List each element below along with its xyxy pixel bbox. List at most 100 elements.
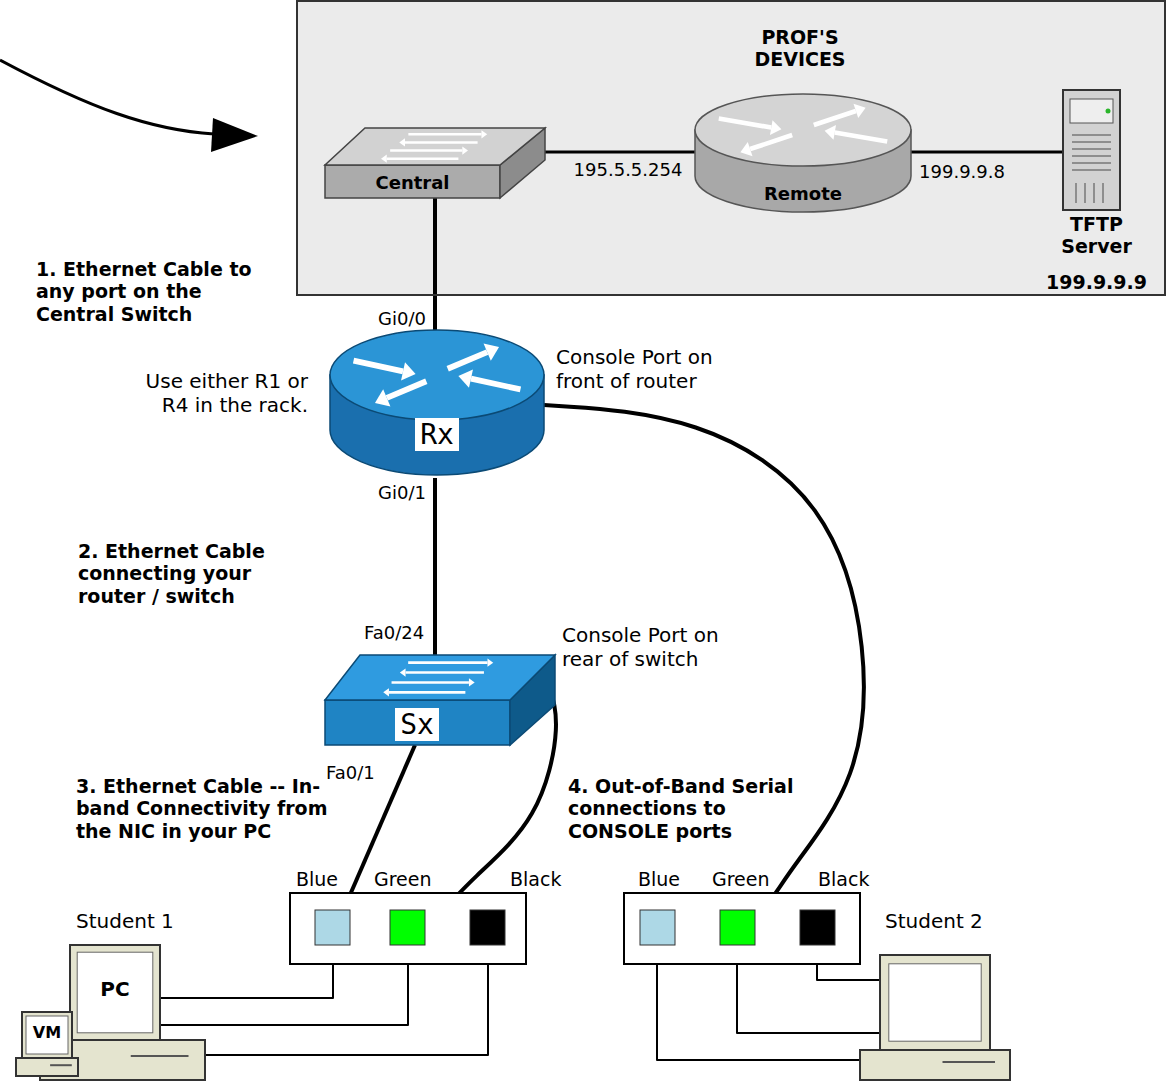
callout-number: 3. Ethernet Cable -- In-band Connectivit… [76, 775, 351, 842]
pc-screen [889, 964, 981, 1041]
pointer-arrowhead [211, 118, 258, 152]
student-pc-drawing [855, 908, 1015, 1084]
server-vent [1072, 169, 1111, 171]
server-vent [1072, 134, 1111, 136]
pc-base [16, 1058, 78, 1076]
ethernet-cable [433, 478, 437, 655]
server-vent [1084, 183, 1086, 203]
arrow-glyph [408, 133, 481, 136]
server-icon-drawing [1028, 85, 1165, 293]
ip-address: 199.9.9.8 [917, 161, 1007, 182]
arrow-glyph [448, 352, 487, 369]
port-label: Fa0/1 [326, 762, 375, 783]
arrow-glyph [408, 661, 487, 664]
arrow-glyph-head [401, 362, 416, 380]
node-label: TFTP Server [1048, 213, 1145, 258]
pc-monitor [70, 945, 160, 1040]
device-name: Sx [395, 708, 439, 741]
arrow-glyph [835, 132, 887, 141]
patch-port [640, 910, 675, 945]
pointer-arrow [0, 60, 214, 134]
arrow-glyph [471, 379, 520, 390]
router-icon-drawing [328, 328, 546, 480]
patch-port [800, 910, 835, 945]
switch-front [325, 700, 510, 745]
node-label: Blue [638, 868, 680, 890]
arrow-glyph-head [400, 668, 406, 676]
server-vent [1075, 183, 1077, 203]
patch-port [720, 910, 755, 945]
patch-port [315, 910, 350, 945]
arrow-glyph-head [381, 155, 387, 163]
prof-panel: PROF'S DEVICES Central RemoteTFTP Server 19… [296, 0, 1166, 296]
node-label: Blue [296, 868, 338, 890]
arrow-glyph-head [458, 369, 473, 387]
arrow-glyph [719, 118, 771, 127]
server-led [1106, 109, 1111, 114]
callout-number: 2. Ethernet Cable connecting your router… [78, 540, 283, 607]
arrow-glyph-head [469, 678, 475, 686]
prof-panel-ground [296, 0, 1166, 296]
node-label: 199.9.9.9 [1028, 271, 1165, 293]
switch-front [325, 165, 500, 198]
arrow-glyph-head [484, 343, 499, 360]
node-label: VM [22, 1024, 72, 1043]
arrow-glyph-head [740, 142, 752, 156]
note-text: Console Port on front of router [556, 346, 756, 393]
arrow-glyph-head [383, 688, 389, 696]
patch-panel [290, 893, 526, 964]
server-vent [1072, 162, 1111, 164]
switch-icon: Central [322, 128, 550, 200]
port-label: Gi0/1 [378, 482, 426, 503]
arrow-glyph [814, 111, 856, 125]
arrow-glyph [389, 691, 465, 694]
router-icon: Remote [693, 92, 913, 214]
router-top [330, 330, 544, 420]
arrow-glyph-head [462, 146, 468, 154]
node-label: Green [712, 868, 770, 890]
ethernet-cable [545, 151, 695, 154]
node-label: Student 2 [885, 910, 983, 934]
arrow-glyph [390, 149, 462, 152]
ethernet-cable [911, 151, 1063, 154]
switch-icon: Sx [322, 652, 558, 750]
port-label: Gi0/0 [378, 308, 426, 329]
vm-pc-drawing [16, 1012, 78, 1078]
node-label: Green [374, 868, 432, 890]
device-name: Rx [415, 418, 459, 451]
ip-address: 195.5.5.254 [572, 159, 685, 180]
server-vent [1072, 148, 1111, 150]
node-label: Central [325, 172, 500, 193]
arrow-glyph-head [399, 138, 405, 146]
patch-port [390, 910, 425, 945]
node-label: Black [510, 868, 561, 890]
vm-pc: VM [16, 1012, 78, 1078]
drive-slot [943, 1061, 996, 1063]
server-tower [1063, 90, 1120, 210]
arrow-glyph [392, 681, 469, 684]
ethernet-cable [433, 198, 437, 330]
node-label: PC [70, 978, 160, 1002]
server-vent [1093, 183, 1095, 203]
arrow-glyph-head [825, 125, 836, 140]
patch-panel-box: Blue Green Black [286, 866, 576, 966]
router-icon: Rx [328, 328, 546, 480]
drive-slot [131, 1055, 189, 1057]
switch-top [325, 655, 555, 700]
arrow-glyph [354, 361, 403, 372]
pc-monitor [880, 955, 990, 1050]
switch-top [325, 128, 545, 165]
note-text: Console Port on rear of switch [562, 624, 762, 671]
arrow-glyph [387, 381, 426, 398]
server-vent [1072, 155, 1111, 157]
arrow-glyph-head [375, 389, 390, 406]
arrow-glyph [405, 141, 478, 144]
server-vent [1102, 183, 1104, 203]
node-label: Student 1 [76, 910, 174, 934]
node-label: PROF'S DEVICES [740, 26, 860, 71]
port-label: Fa0/24 [364, 622, 424, 643]
pc-base [860, 1050, 1010, 1080]
server-vent [1072, 141, 1111, 143]
callout-number: 1. Ethernet Cable to any port on the Cen… [36, 258, 281, 325]
router-top [695, 94, 911, 166]
